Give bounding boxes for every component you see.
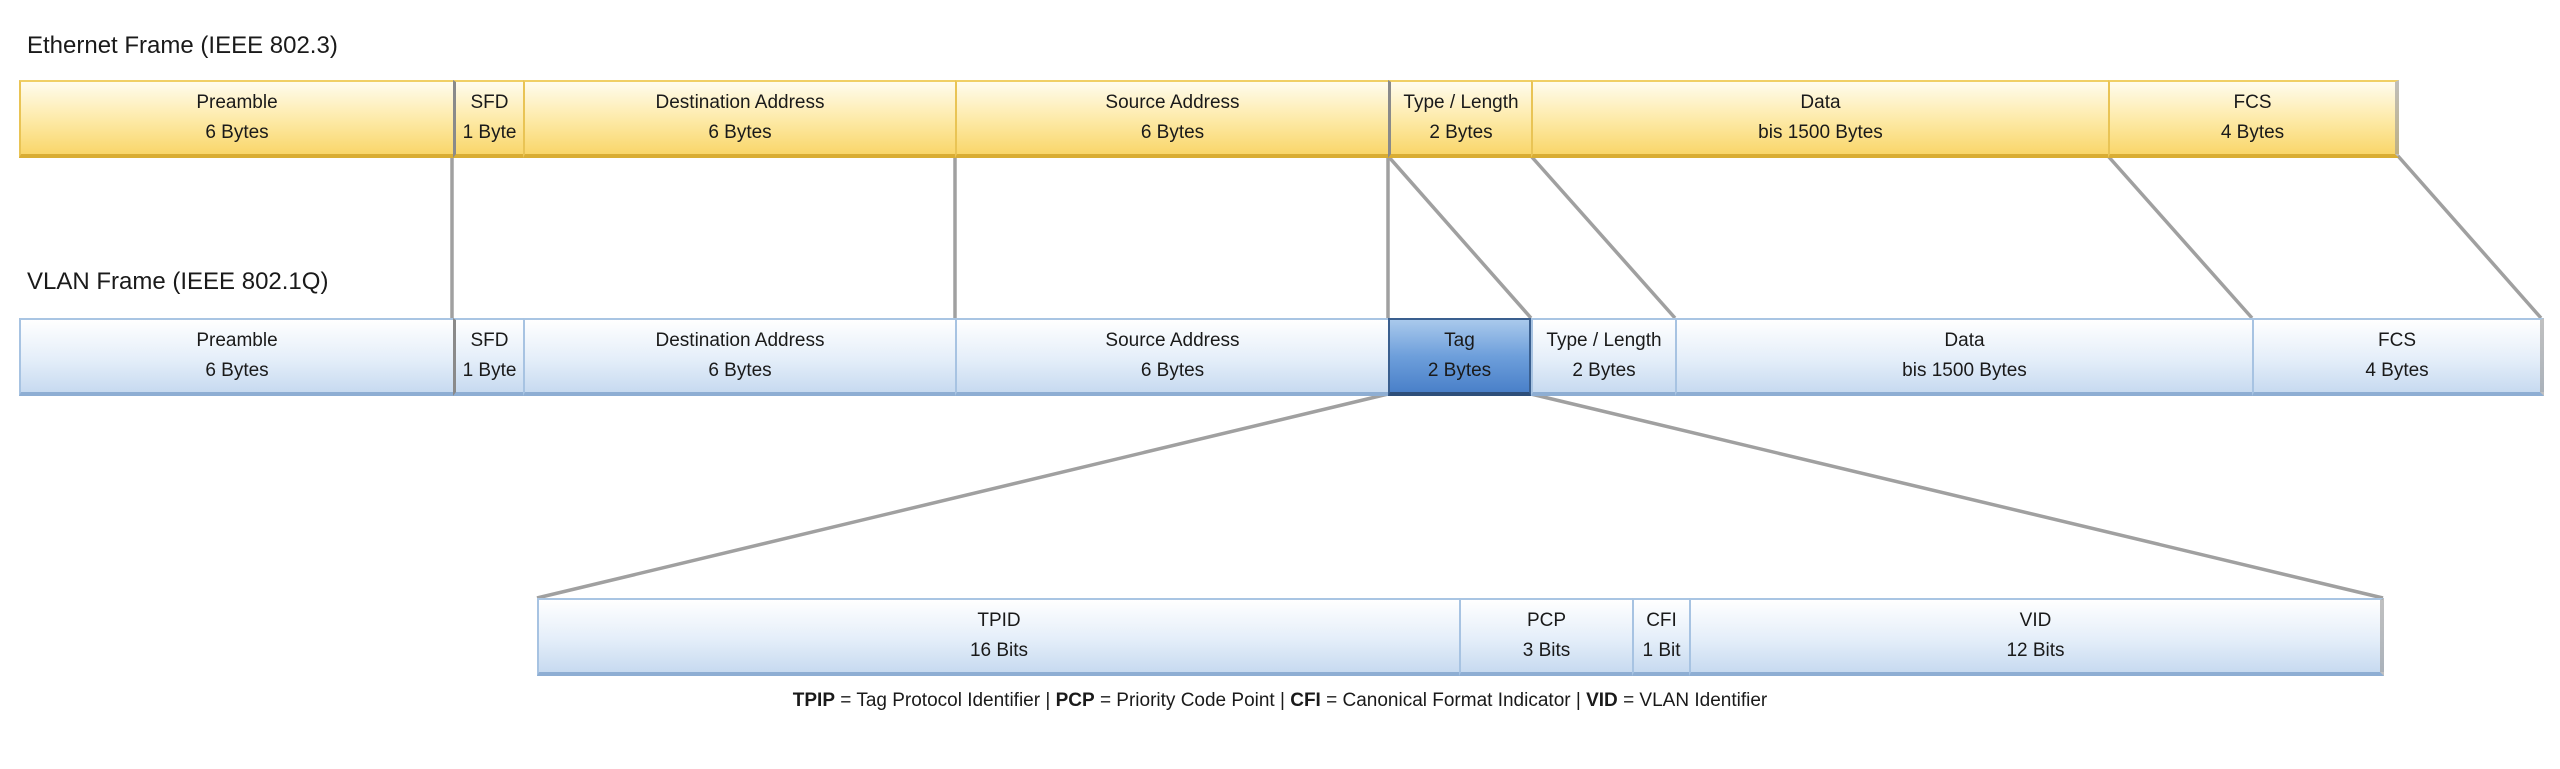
field-size: 1 Byte — [462, 122, 517, 143]
field-name: Destination Address — [655, 92, 825, 113]
field-name: FCS — [2378, 330, 2416, 351]
vlan-frame-title: VLAN Frame (IEEE 802.1Q) — [27, 268, 329, 295]
field-size: 4 Bytes — [2365, 360, 2429, 381]
vlan-field-destination-address: Destination Address 6 Bytes — [523, 318, 955, 396]
vlan-field-source-address: Source Address 6 Bytes — [955, 318, 1388, 396]
field-size: 6 Bytes — [708, 122, 772, 143]
field-size: bis 1500 Bytes — [1758, 122, 1883, 143]
field-size: 6 Bytes — [1140, 122, 1205, 143]
legend-abbr-tpip: TPIP — [792, 690, 835, 711]
field-name: Preamble — [196, 330, 278, 351]
field-size: 1 Byte — [462, 360, 517, 381]
field-size: 2 Bytes — [1427, 360, 1492, 381]
connector-tag-diag — [1386, 154, 1533, 320]
eth-field-type-length: Type / Length 2 Bytes — [1388, 80, 1531, 158]
field-name: SFD — [470, 330, 509, 351]
eth-field-source-address: Source Address 6 Bytes — [955, 80, 1388, 158]
legend-desc-tpip: = Tag Protocol Identifier — [840, 690, 1041, 711]
field-size: 2 Bytes — [1429, 122, 1493, 143]
field-name: Data — [1944, 330, 1985, 351]
eth-field-destination-address: Destination Address 6 Bytes — [523, 80, 955, 158]
vlan-frame-row: Preamble 6 Bytes SFD 1 Byte Destination … — [19, 318, 2544, 396]
vlan-field-preamble: Preamble 6 Bytes — [19, 318, 453, 396]
eth-field-fcs: FCS 4 Bytes — [2108, 80, 2399, 158]
field-name: SFD — [470, 92, 509, 113]
field-name: CFI — [1646, 610, 1677, 631]
abbreviation-legend: TPIP = Tag Protocol Identifier | PCP = P… — [0, 690, 2560, 712]
field-name: TPID — [977, 610, 1021, 631]
connector-fcs-right — [2396, 154, 2543, 320]
field-size: 12 Bits — [2006, 640, 2065, 661]
tag-field-pcp: PCP 3 Bits — [1459, 598, 1632, 676]
ethernet-frame-title: Ethernet Frame (IEEE 802.3) — [27, 32, 338, 59]
ethernet-frame-row: Preamble 6 Bytes SFD 1 Byte Destination … — [19, 80, 2399, 158]
vlan-field-fcs: FCS 4 Bytes — [2252, 318, 2544, 396]
field-name: Tag — [1444, 330, 1475, 351]
legend-abbr-pcp: PCP — [1055, 690, 1095, 711]
vlan-field-tag: Tag 2 Bytes — [1388, 318, 1531, 396]
vlan-field-sfd: SFD 1 Byte — [453, 318, 523, 396]
field-size: 1 Bit — [1642, 640, 1681, 661]
field-size: 4 Bytes — [2220, 122, 2285, 143]
field-name: Destination Address — [655, 330, 825, 351]
legend-abbr-cfi: CFI — [1290, 690, 1321, 711]
field-name: VID — [2019, 610, 2052, 631]
field-name: Preamble — [196, 92, 278, 113]
field-name: Source Address — [1105, 330, 1240, 351]
connector-fcs-left — [2106, 154, 2254, 320]
field-size: 6 Bytes — [708, 360, 772, 381]
legend-desc-pcp: = Priority Code Point — [1099, 690, 1275, 711]
connector-tag-expand-left — [536, 392, 1389, 600]
tag-field-tpid: TPID 16 Bits — [537, 598, 1459, 676]
legend-abbr-vid: VID — [1586, 690, 1618, 711]
eth-field-sfd: SFD 1 Byte — [453, 80, 523, 158]
field-size: 2 Bytes — [1572, 360, 1636, 381]
field-name: Type / Length — [1403, 92, 1519, 113]
field-size: 6 Bytes — [205, 122, 269, 143]
field-name: Source Address — [1105, 92, 1240, 113]
connector-tag-expand-right — [1530, 392, 2384, 600]
tag-field-cfi: CFI 1 Bit — [1632, 598, 1689, 676]
legend-separator: | — [1274, 690, 1291, 711]
field-size: bis 1500 Bytes — [1902, 360, 2027, 381]
field-size: 16 Bits — [969, 640, 1029, 661]
legend-desc-cfi: = Canonical Format Indicator — [1326, 690, 1571, 711]
legend-desc-vid: = VLAN Identifier — [1623, 690, 1768, 711]
field-name: FCS — [2233, 92, 2272, 113]
vlan-field-data: Data bis 1500 Bytes — [1675, 318, 2252, 396]
vlan-field-type-length: Type / Length 2 Bytes — [1531, 318, 1675, 396]
tag-detail-row: TPID 16 Bits PCP 3 Bits CFI 1 Bit VID 12… — [537, 598, 2384, 676]
legend-separator: | — [1040, 690, 1056, 711]
eth-field-data: Data bis 1500 Bytes — [1531, 80, 2108, 158]
field-size: 6 Bytes — [205, 360, 269, 381]
field-size: 6 Bytes — [1140, 360, 1205, 381]
eth-field-preamble: Preamble 6 Bytes — [19, 80, 453, 158]
field-name: Type / Length — [1546, 330, 1662, 351]
tag-field-vid: VID 12 Bits — [1689, 598, 2384, 676]
field-name: Data — [1800, 92, 1841, 113]
field-name: PCP — [1526, 610, 1567, 631]
connector-type — [1529, 154, 1677, 320]
field-size: 3 Bits — [1522, 640, 1571, 661]
legend-separator: | — [1570, 690, 1587, 711]
